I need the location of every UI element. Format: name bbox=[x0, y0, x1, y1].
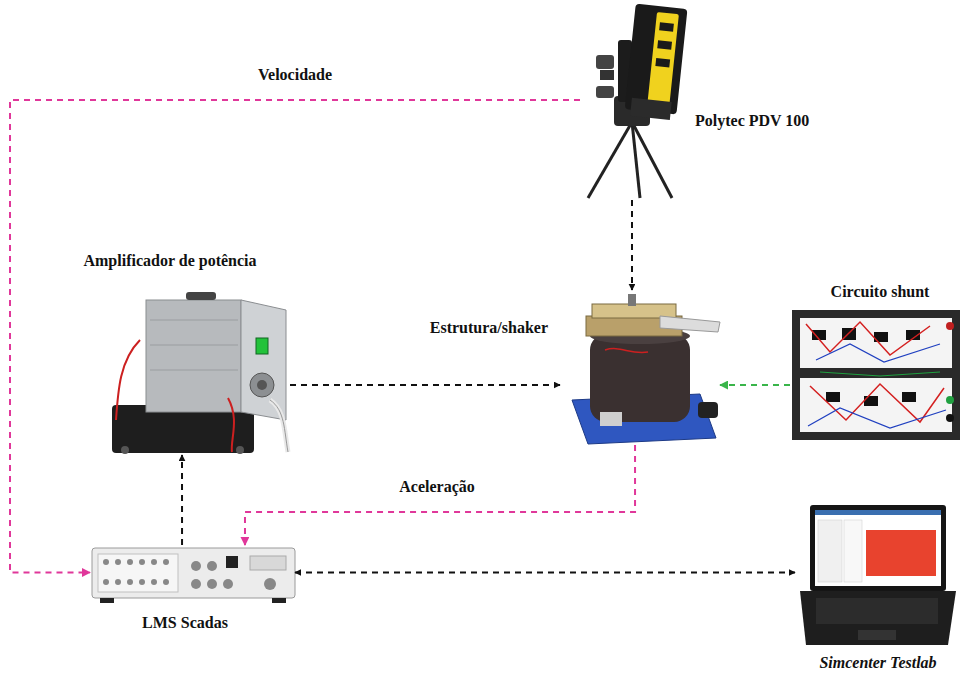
connection-line bbox=[720, 384, 790, 386]
device-node: LMS Scadas bbox=[90, 545, 295, 600]
device-node: Simcenter Testlab bbox=[795, 505, 955, 645]
device-label: Circuito shunt bbox=[831, 283, 930, 301]
connection-line bbox=[181, 455, 183, 545]
amplifier-picture bbox=[112, 292, 288, 454]
laptop-picture bbox=[800, 505, 956, 645]
signal-label: Velocidade bbox=[255, 66, 335, 84]
signal-line bbox=[10, 100, 580, 573]
device-label: Polytec PDV 100 bbox=[695, 112, 809, 130]
connection-line bbox=[290, 384, 560, 386]
device-node: Estrutura/shaker bbox=[560, 290, 720, 445]
signal-line bbox=[245, 445, 635, 545]
device-node: Circuito shunt bbox=[790, 310, 962, 440]
device-label: LMS Scadas bbox=[142, 614, 228, 632]
connection-line bbox=[295, 571, 795, 573]
circuit-picture bbox=[792, 310, 960, 440]
device-label: Estrutura/shaker bbox=[430, 319, 548, 337]
signal-label: Aceleração bbox=[396, 478, 478, 496]
device-label: Simcenter Testlab bbox=[819, 654, 936, 672]
vibrometer-picture bbox=[588, 4, 687, 198]
connection-line bbox=[631, 200, 633, 290]
acquisition-picture bbox=[92, 548, 295, 603]
device-label: Amplificador de potência bbox=[83, 252, 256, 270]
device-node: Amplificador de potência bbox=[100, 290, 290, 455]
shaker-picture bbox=[572, 294, 720, 444]
device-node: Polytec PDV 100 bbox=[580, 0, 690, 200]
